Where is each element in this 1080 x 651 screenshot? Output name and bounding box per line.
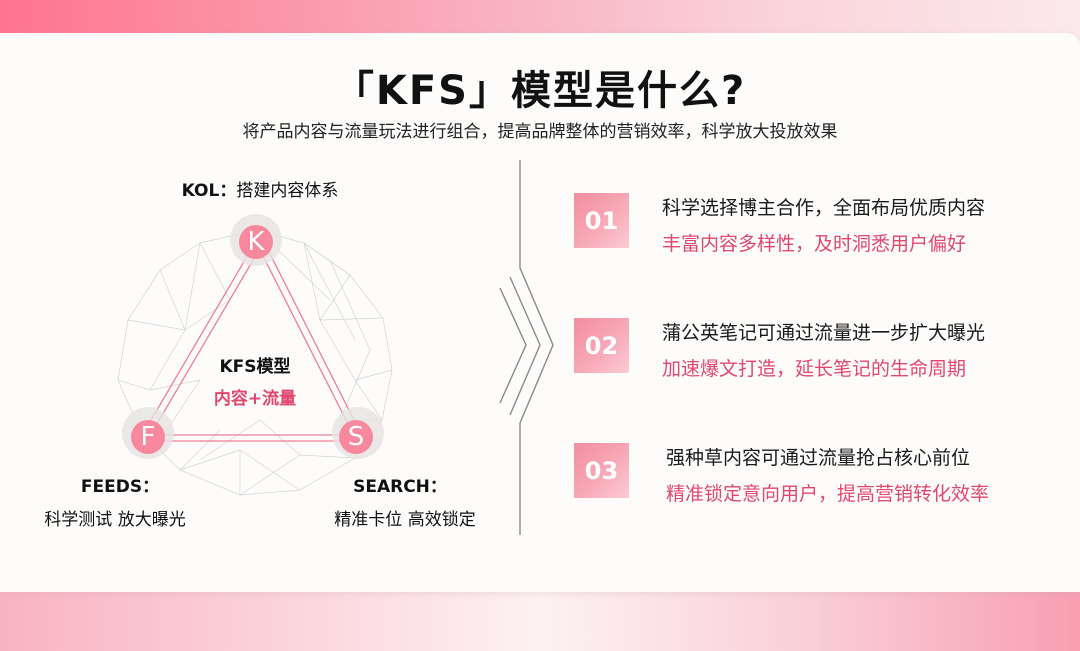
- item-title: 蒲公英笔记可通过流量进一步扩大曝光: [662, 322, 986, 344]
- number-badge: 03: [574, 443, 629, 498]
- node-k: [230, 214, 282, 266]
- feeds-heading: FEEDS：: [80, 477, 160, 497]
- kol-heading: KOL：: [181, 181, 237, 201]
- page-subtitle: 将产品内容与流量玩法进行组合，提高品牌整体的营销效率，科学放大投放效果: [242, 122, 838, 142]
- diagram-center-title: KFS模型: [219, 357, 291, 377]
- search-description: 精准卡位 高效锁定: [334, 510, 476, 530]
- item-title: 科学选择博主合作，全面布局优质内容: [662, 197, 986, 219]
- node-s-letter: S: [347, 422, 365, 452]
- node-s: [332, 407, 384, 459]
- slide-card: [0, 33, 1080, 592]
- bottom-gradient-band: [0, 585, 1080, 651]
- wireframe-sphere-icon: [117, 229, 393, 496]
- item-title: 强种草内容可通过流量抢占核心前位: [666, 447, 971, 469]
- kfs-triangle-diagram: [117, 214, 393, 496]
- diagram-center-subtitle: 内容+流量: [213, 389, 297, 409]
- item-subtitle: 加速爆文打造，延长笔记的生命周期: [662, 358, 967, 380]
- list-item-02: 02 蒲公英笔记可通过流量进一步扩大曝光 加速爆文打造，延长笔记的生命周期: [574, 318, 1054, 380]
- item-subtitle: 精准锁定意向用户，提高营销转化效率: [666, 483, 990, 505]
- kol-label: KOL：搭建内容体系: [140, 176, 380, 201]
- node-f-letter: F: [140, 422, 156, 452]
- list-item-01: 01 科学选择博主合作，全面布局优质内容 丰富内容多样性，及时洞悉用户偏好: [574, 193, 1054, 255]
- number-badge: 02: [574, 318, 629, 373]
- kol-description: 搭建内容体系: [236, 181, 339, 201]
- number-badge: 01: [574, 193, 629, 248]
- list-item-03: 03 强种草内容可通过流量抢占核心前位 精准锁定意向用户，提高营销转化效率: [574, 443, 1054, 505]
- search-heading: SEARCH：: [353, 477, 447, 497]
- feeds-description: 科学测试 放大曝光: [44, 510, 186, 530]
- item-subtitle: 丰富内容多样性，及时洞悉用户偏好: [662, 233, 967, 255]
- node-f: [122, 407, 174, 459]
- triangle-lines: [143, 245, 360, 442]
- node-k-letter: K: [247, 227, 265, 257]
- page-title: 「KFS」模型是什么?: [333, 68, 747, 114]
- chevron-divider-icon: [499, 160, 554, 535]
